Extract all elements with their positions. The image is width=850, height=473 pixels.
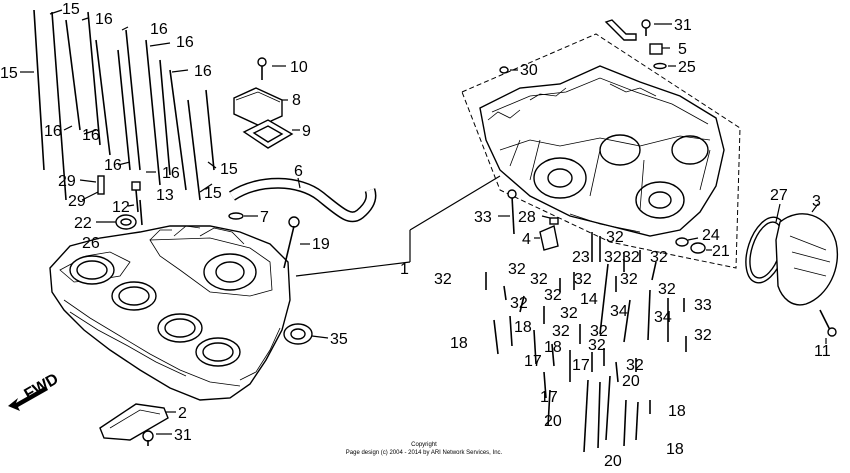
label-5: 5 [678, 41, 687, 58]
label-15: 15 [220, 161, 238, 178]
label-32: 32 [552, 323, 570, 340]
label-32: 32 [622, 249, 640, 266]
label-18: 18 [668, 403, 686, 420]
label-25: 25 [678, 59, 696, 76]
case-bolts-right [485, 189, 712, 453]
label-20: 20 [604, 453, 622, 470]
label-3: 3 [812, 193, 821, 210]
label-16: 16 [162, 165, 180, 182]
label-32: 32 [604, 249, 622, 266]
clip-7 [228, 212, 258, 220]
label-32: 32 [530, 271, 548, 288]
label-32: 32 [510, 295, 528, 312]
label-32: 32 [574, 271, 592, 288]
label-16: 16 [194, 63, 212, 80]
label-16: 16 [82, 127, 100, 144]
label-20: 20 [544, 413, 562, 430]
breather-hose [229, 177, 377, 223]
top-right-small-parts [499, 19, 676, 74]
label-15: 15 [62, 1, 80, 18]
label-1: 1 [400, 261, 409, 278]
label-16: 16 [44, 123, 62, 140]
label-32: 32 [434, 271, 452, 288]
label-30: 30 [520, 62, 538, 79]
breather-cover [233, 57, 300, 149]
label-28: 28 [518, 209, 536, 226]
bracket-2 [99, 403, 176, 446]
label-19: 19 [312, 236, 330, 253]
label-4: 4 [522, 231, 531, 248]
label-32: 32 [508, 261, 526, 278]
leader-lines-left [20, 9, 217, 193]
label-15: 15 [0, 65, 18, 82]
label-24: 24 [702, 227, 720, 244]
callout-labels: 15 16 16 16 15 16 16 16 16 16 15 15 29 2… [0, 1, 831, 470]
small-bolts-left [79, 175, 143, 226]
label-16: 16 [176, 34, 194, 51]
label-11: 11 [814, 343, 831, 360]
label-18: 18 [544, 339, 562, 356]
label-34: 34 [654, 309, 672, 326]
label-9: 9 [302, 123, 311, 140]
label-32: 32 [590, 323, 608, 340]
label-17: 17 [524, 353, 542, 370]
label-18: 18 [514, 319, 532, 336]
label-32: 32 [544, 287, 562, 304]
label-18: 18 [450, 335, 468, 352]
label-23: 23 [572, 249, 590, 266]
bearing-35 [283, 323, 329, 345]
label-32: 32 [626, 357, 644, 374]
label-16: 16 [95, 11, 113, 28]
fwd-label: FWD [22, 371, 62, 404]
label-22: 22 [74, 215, 92, 232]
label-32: 32 [588, 337, 606, 354]
label-18: 18 [666, 441, 684, 458]
label-14: 14 [580, 291, 598, 308]
copyright-line-1: Copyright [411, 442, 437, 448]
label-26: 26 [82, 235, 100, 252]
label-29: 29 [58, 173, 76, 190]
label-12: 12 [112, 199, 130, 216]
side-cover [745, 203, 838, 344]
lower-crankcase [479, 65, 725, 237]
label-16: 16 [150, 21, 168, 38]
upper-crankcase [49, 225, 291, 401]
lower-crankcase-box [461, 33, 741, 269]
fwd-arrow-icon [8, 386, 48, 411]
copyright-line-2: Page design (c) 2004 - 2014 by ARI Netwo… [346, 450, 503, 456]
label-10: 10 [290, 59, 308, 76]
label-34: 34 [610, 303, 628, 320]
label-6: 6 [294, 163, 303, 180]
label-15: 15 [204, 185, 222, 202]
label-17: 17 [572, 357, 590, 374]
label-32: 32 [650, 249, 668, 266]
label-2: 2 [178, 405, 187, 422]
label-31: 31 [174, 427, 192, 444]
label-32: 32 [620, 271, 638, 288]
label-32: 32 [694, 327, 712, 344]
label-33: 33 [474, 209, 492, 226]
label-33: 33 [694, 297, 712, 314]
label-29: 29 [68, 193, 86, 210]
label-7: 7 [260, 209, 269, 226]
label-27: 27 [770, 187, 788, 204]
label-35: 35 [330, 331, 348, 348]
leader-1 [295, 175, 501, 277]
label-16: 16 [104, 157, 122, 174]
label-17: 17 [540, 389, 558, 406]
label-20: 20 [622, 373, 640, 390]
stud-bolts [33, 9, 215, 201]
label-32: 32 [658, 281, 676, 298]
label-32: 32 [560, 305, 578, 322]
label-21: 21 [712, 243, 730, 260]
label-8: 8 [292, 92, 301, 109]
label-32: 32 [606, 229, 624, 246]
label-31: 31 [674, 17, 692, 34]
label-13: 13 [156, 187, 174, 204]
bolt-19 [283, 216, 310, 269]
